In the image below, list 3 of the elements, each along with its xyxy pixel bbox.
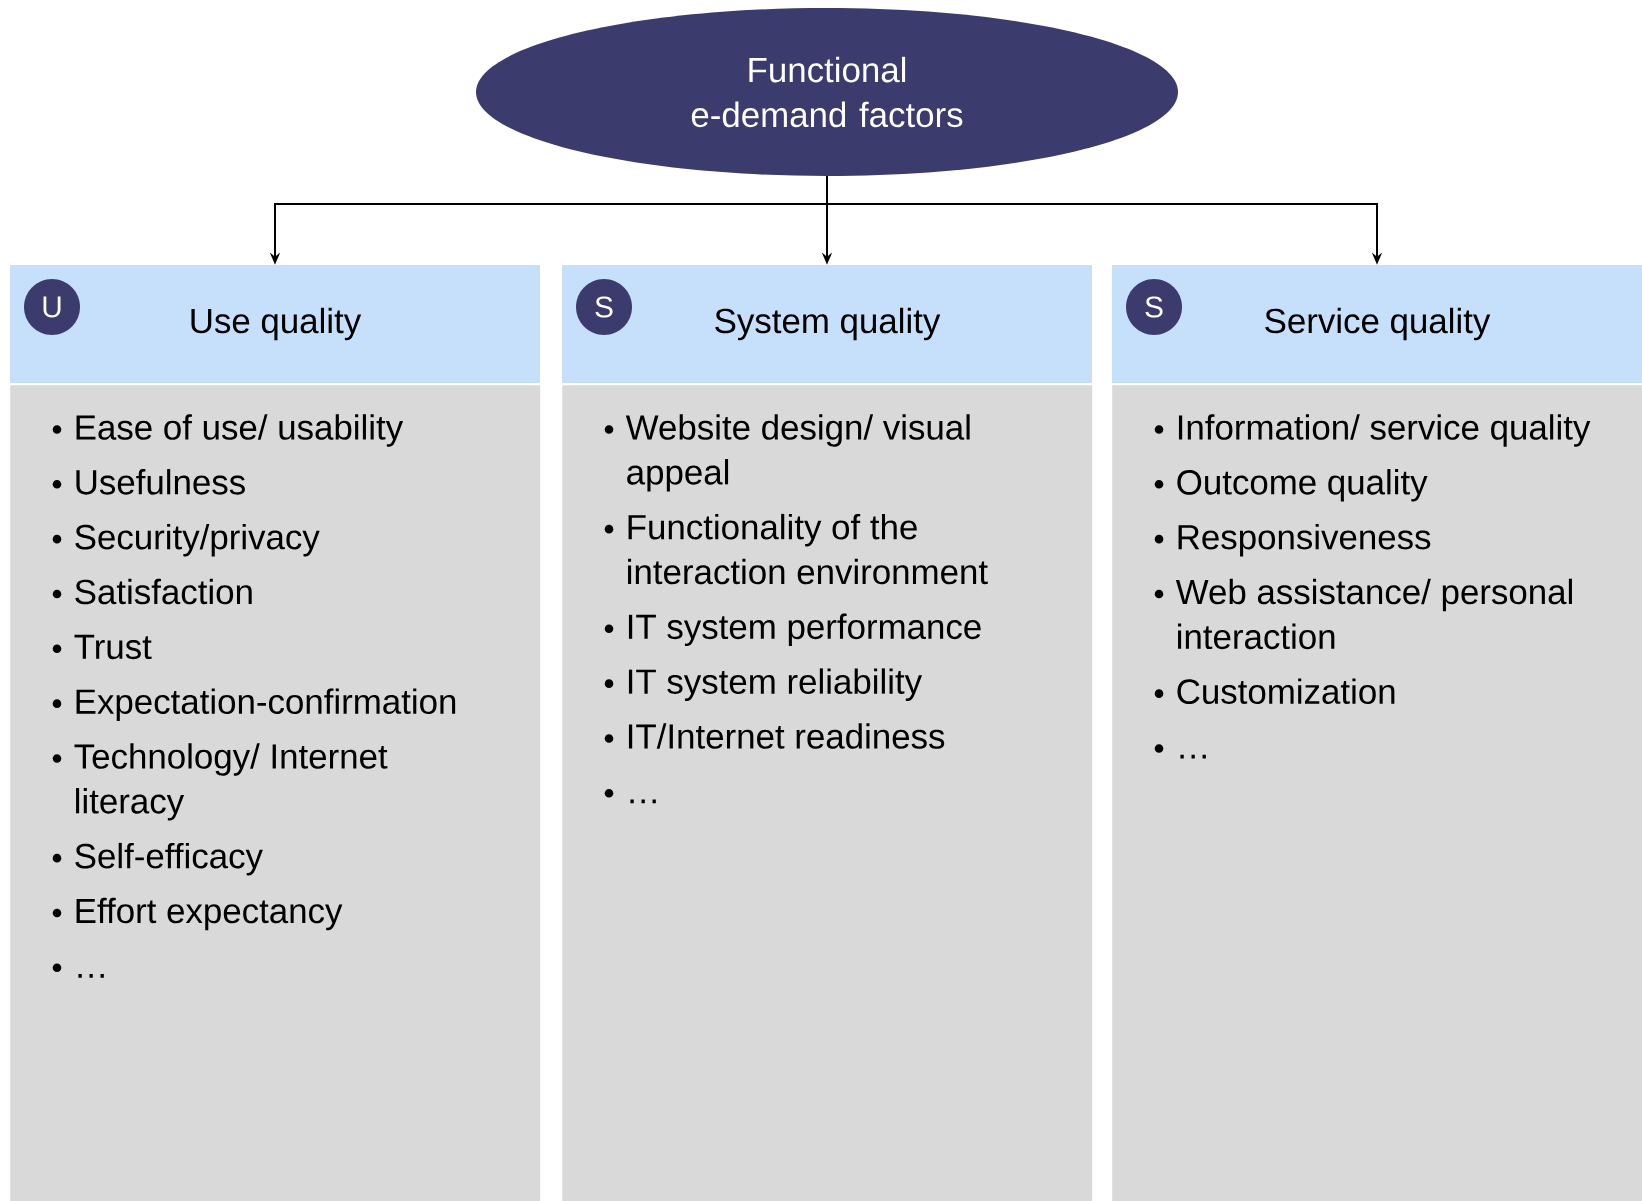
list-panel: Website design/ visual appeal Functionality of the interaction environment IT system performance IT system reliability IT/Internet readiness … bbox=[562, 385, 1093, 1201]
list-panel: Information/ service quality Outcome quality Responsiveness Web assistance/ personal interaction Customization … bbox=[1112, 385, 1642, 1201]
list-panel: Ease of use/ usability Usefulness Security/privacy Satisfaction Trust Expectation-confirmation Technology/ Internet literacy Self-efficacy Effort expectancy … bbox=[10, 385, 541, 1201]
